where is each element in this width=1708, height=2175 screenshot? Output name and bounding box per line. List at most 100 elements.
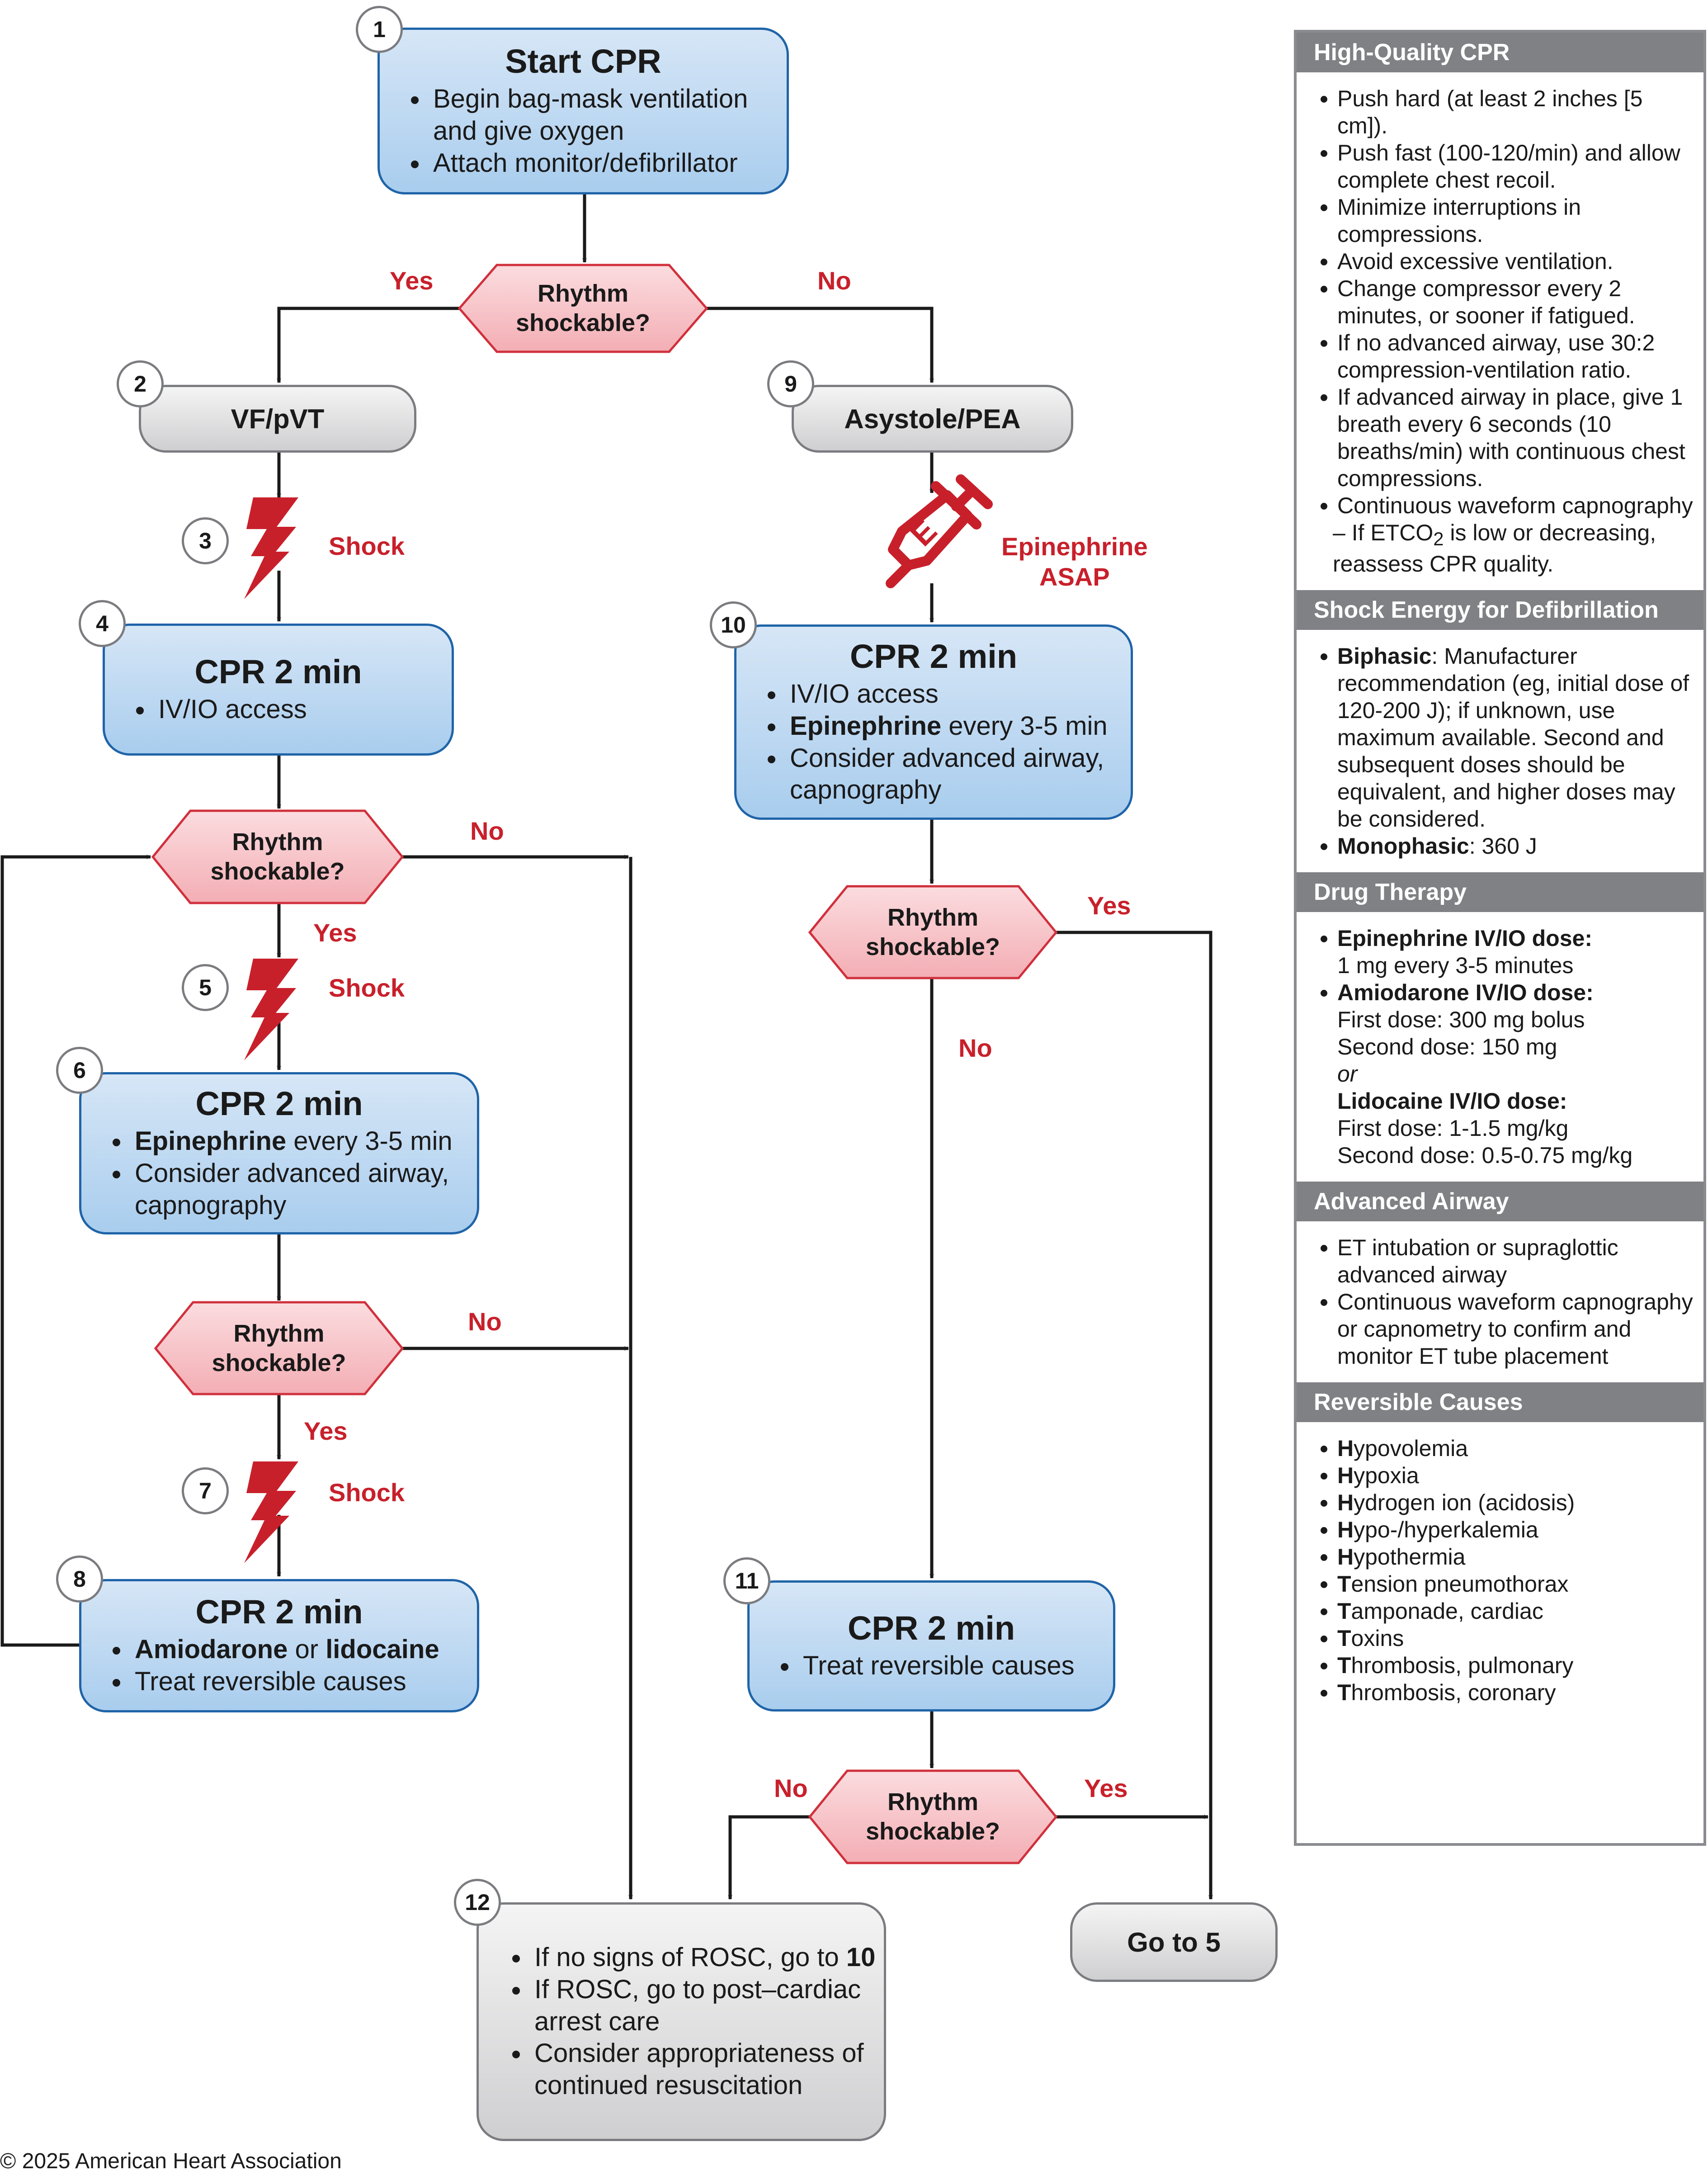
cause-item: Hypovolemia <box>1337 1435 1694 1462</box>
step-bullets: Treat reversible causes <box>750 1650 1113 1682</box>
bullet-text: or <box>288 1635 326 1664</box>
list-item: Change compressor every 2 minutes, or so… <box>1337 275 1694 329</box>
step-badge: 2 <box>117 360 164 407</box>
step-badge: 7 <box>182 1467 229 1514</box>
list-item: Push hard (at least 2 inches [5 cm]). <box>1337 85 1694 139</box>
cause-initial: T <box>1337 1571 1351 1597</box>
term: Epinephrine IV/IO dose: <box>1337 926 1592 951</box>
drug-name: Epinephrine <box>790 711 942 741</box>
no-label: No <box>958 1034 992 1062</box>
cause-text: ypo-/hyperkalemia <box>1354 1517 1538 1542</box>
step-badge: 11 <box>723 1557 770 1604</box>
epinephrine-asap-label: Epinephrine ASAP <box>1001 531 1148 592</box>
no-label: No <box>470 817 504 845</box>
item-text: First dose: 1-1.5 mg/kg <box>1337 1116 1569 1141</box>
step-10-cpr: CPR 2 min IV/IO access Epinephrine every… <box>734 624 1133 820</box>
bullet: If ROSC, go to post–cardiac arrest care <box>531 1974 884 2038</box>
decision-5-shape <box>808 1769 1058 1864</box>
arrow-d4-yes <box>1056 931 1213 1900</box>
decision-2-shape <box>151 809 404 904</box>
step-title: Start CPR <box>505 42 661 80</box>
step-title: CPR 2 min <box>195 1084 363 1122</box>
term: Lidocaine IV/IO dose: <box>1337 1088 1567 1114</box>
bullet: Epinephrine every 3-5 min <box>786 710 1131 742</box>
list-item: Minimize interruptions in compressions. <box>1337 194 1694 248</box>
no-label: No <box>774 1774 808 1802</box>
item-text: First dose: 300 mg bolus <box>1337 1007 1585 1032</box>
list-item: Continuous waveform capnography <box>1337 492 1694 519</box>
bullet-text: every 3-5 min <box>286 1126 453 1156</box>
step-11-cpr: CPR 2 min Treat reversible causes <box>747 1580 1115 1712</box>
decision-4: Rhythm shockable? <box>810 886 1056 978</box>
yes-label: Yes <box>304 1417 348 1445</box>
cause-initial: T <box>1337 1680 1351 1705</box>
step-badge: 8 <box>56 1556 103 1603</box>
cause-text: amponade, cardiac <box>1351 1598 1543 1624</box>
cause-initial: T <box>1337 1626 1351 1651</box>
term: Biphasic <box>1337 643 1432 669</box>
no-label: No <box>468 1307 502 1336</box>
step-badge: 4 <box>79 600 126 647</box>
cause-text: hrombosis, coronary <box>1351 1680 1556 1705</box>
bullet: Consider appropriateness of continued re… <box>531 2038 884 2102</box>
step-9-asystole-pea: Asystole/PEA <box>792 385 1073 453</box>
step-badge: 1 <box>356 6 403 53</box>
list-item: Avoid excessive ventilation. <box>1337 248 1694 275</box>
step-badge: 5 <box>182 964 229 1011</box>
go-to-5: Go to 5 <box>1070 1902 1278 1982</box>
cause-text: hrombosis, pulmonary <box>1351 1653 1574 1678</box>
cause-item: Thrombosis, coronary <box>1337 1679 1694 1706</box>
step-bullets: If no signs of ROSC, go to 10 If ROSC, g… <box>479 1942 884 2102</box>
term: Amiodarone IV/IO dose: <box>1337 980 1594 1005</box>
decision-2: Rhythm shockable? <box>153 811 402 903</box>
bullet: Treat reversible causes <box>799 1650 1113 1682</box>
yes-label: Yes <box>390 266 434 295</box>
step-badge: 9 <box>767 360 814 407</box>
decision-3: Rhythm shockable? <box>156 1302 402 1394</box>
label-line: ASAP <box>1039 563 1110 591</box>
decision-line1: Rhythm <box>538 280 628 307</box>
step-bullets: IV/IO access Epinephrine every 3-5 min C… <box>736 678 1131 806</box>
bullet: Epinephrine every 3-5 min <box>131 1125 477 1158</box>
shock-label: Shock <box>329 1478 405 1507</box>
step-badge: 12 <box>454 1879 501 1926</box>
step-title: CPR 2 min <box>849 637 1018 675</box>
or-text: or <box>1337 1061 1358 1087</box>
section-body-advanced-airway: ET intubation or supraglottic advanced a… <box>1297 1221 1703 1382</box>
cause-initial: H <box>1337 1463 1354 1488</box>
cause-initial: T <box>1337 1653 1351 1678</box>
list-item: If advanced airway in place, give 1 brea… <box>1337 383 1694 492</box>
bullet: If no signs of ROSC, go to 10 <box>531 1942 884 1974</box>
cause-initial: H <box>1337 1436 1354 1461</box>
copyright: © 2025 American Heart Association <box>0 2149 342 2173</box>
step-6-cpr: CPR 2 min Epinephrine every 3-5 min Cons… <box>79 1072 479 1234</box>
step-bullets: Begin bag-mask ventilation and give oxyg… <box>398 83 769 179</box>
decision-line2: shockable? <box>865 1818 1000 1845</box>
decision-4-shape <box>808 885 1058 979</box>
step-title: CPR 2 min <box>194 652 362 690</box>
cause-item: Hypoxia <box>1337 1462 1694 1489</box>
yes-label: Yes <box>313 918 357 947</box>
decision-line1: Rhythm <box>887 903 978 931</box>
list-item: Biphasic: Manufacturer recommendation (e… <box>1337 643 1694 832</box>
drug-name: Amiodarone <box>135 1635 288 1664</box>
step-badge: 10 <box>710 601 757 648</box>
arrow-d1-yes <box>277 307 459 383</box>
shock-label: Shock <box>329 532 405 560</box>
decision-line1: Rhythm <box>233 1319 325 1347</box>
section-header-high-quality-cpr: High-Quality CPR <box>1297 33 1703 72</box>
drug-name: Epinephrine <box>135 1126 287 1156</box>
cause-initial: H <box>1337 1517 1354 1542</box>
list-item: Push fast (100-120/min) and allow comple… <box>1337 139 1694 194</box>
shock-label: Shock <box>329 974 405 1002</box>
step-title: VF/pVT <box>231 403 325 434</box>
arrow-d5-no <box>728 1815 810 1900</box>
item-text: : Manufacturer recommendation (eg, initi… <box>1337 643 1689 832</box>
bullet: Begin bag-mask ventilation and give oxyg… <box>429 83 769 147</box>
subitem-text: If ETCO <box>1351 520 1434 545</box>
subitem-text: is low or decreasing, reassess CPR quali… <box>1333 520 1656 577</box>
list-item: Amiodarone IV/IO dose:First dose: 300 mg… <box>1337 979 1694 1169</box>
drug-name: lidocaine <box>326 1635 439 1664</box>
goto-title: Go to 5 <box>1127 1927 1221 1958</box>
